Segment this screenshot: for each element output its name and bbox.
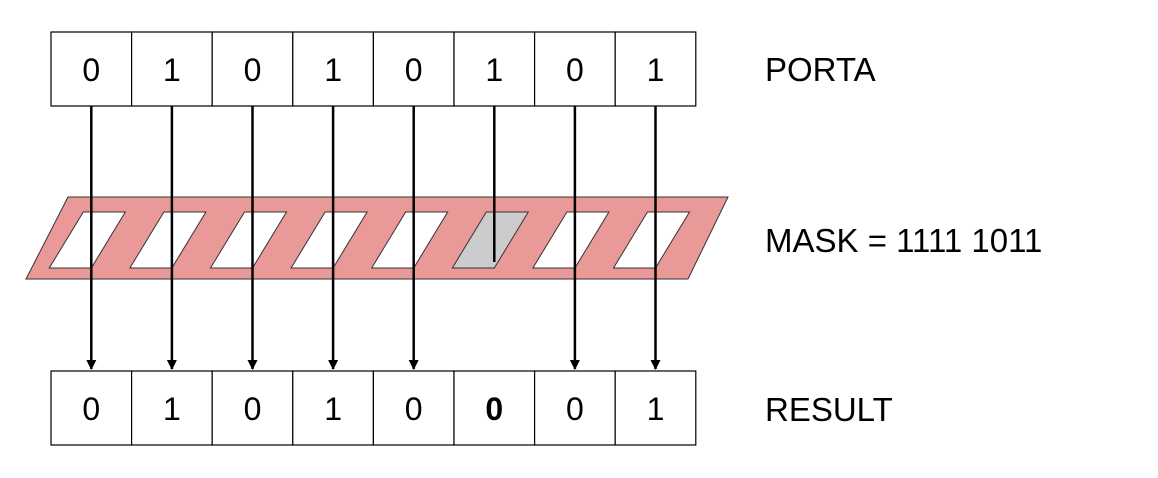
result-bit-cell: [372, 370, 455, 446]
result-label: RESULT: [765, 391, 893, 428]
porta-bit-cell: [453, 31, 536, 107]
mask-label: MASK = 1111 1011: [765, 222, 1042, 259]
porta-bit-value: 0: [244, 52, 262, 88]
result-bit-value-changed: 0: [485, 391, 503, 427]
result-register: 0 1 0 1 0 0 0 1: [50, 370, 697, 446]
result-bit-cell: [211, 370, 294, 446]
result-bit-value: 0: [405, 391, 423, 427]
result-bit-value: 0: [566, 391, 584, 427]
result-bit-value: 0: [244, 391, 262, 427]
porta-bit-cell: [292, 31, 374, 107]
porta-bit-value: 0: [82, 52, 100, 88]
result-bit-value: 0: [82, 391, 100, 427]
porta-bit-value: 1: [163, 52, 181, 88]
porta-bit-value: 1: [324, 52, 342, 88]
mask-band: [25, 196, 729, 280]
mask-window-blocked: [451, 211, 530, 269]
porta-register: 0 1 0 1 0 1 0 1: [50, 31, 697, 107]
porta-bit-value: 1: [647, 52, 665, 88]
porta-bit-value: 1: [485, 52, 503, 88]
porta-bit-value: 0: [566, 52, 584, 88]
result-bit-value: 1: [163, 391, 181, 427]
porta-bit-cell: [50, 31, 133, 107]
result-bit-cell: [533, 370, 616, 446]
result-bit-cell: [453, 370, 536, 446]
result-bit-cell: [292, 370, 374, 446]
result-bit-cell: [131, 370, 213, 446]
porta-label: PORTA: [765, 51, 876, 88]
bit-connectors: [86, 106, 661, 370]
porta-bit-cell: [614, 31, 697, 107]
result-bit-cell: [614, 370, 697, 446]
porta-bit-value: 0: [405, 52, 423, 88]
result-bit-value: 1: [647, 391, 665, 427]
result-bit-value: 1: [324, 391, 342, 427]
porta-bit-cell: [131, 31, 213, 107]
